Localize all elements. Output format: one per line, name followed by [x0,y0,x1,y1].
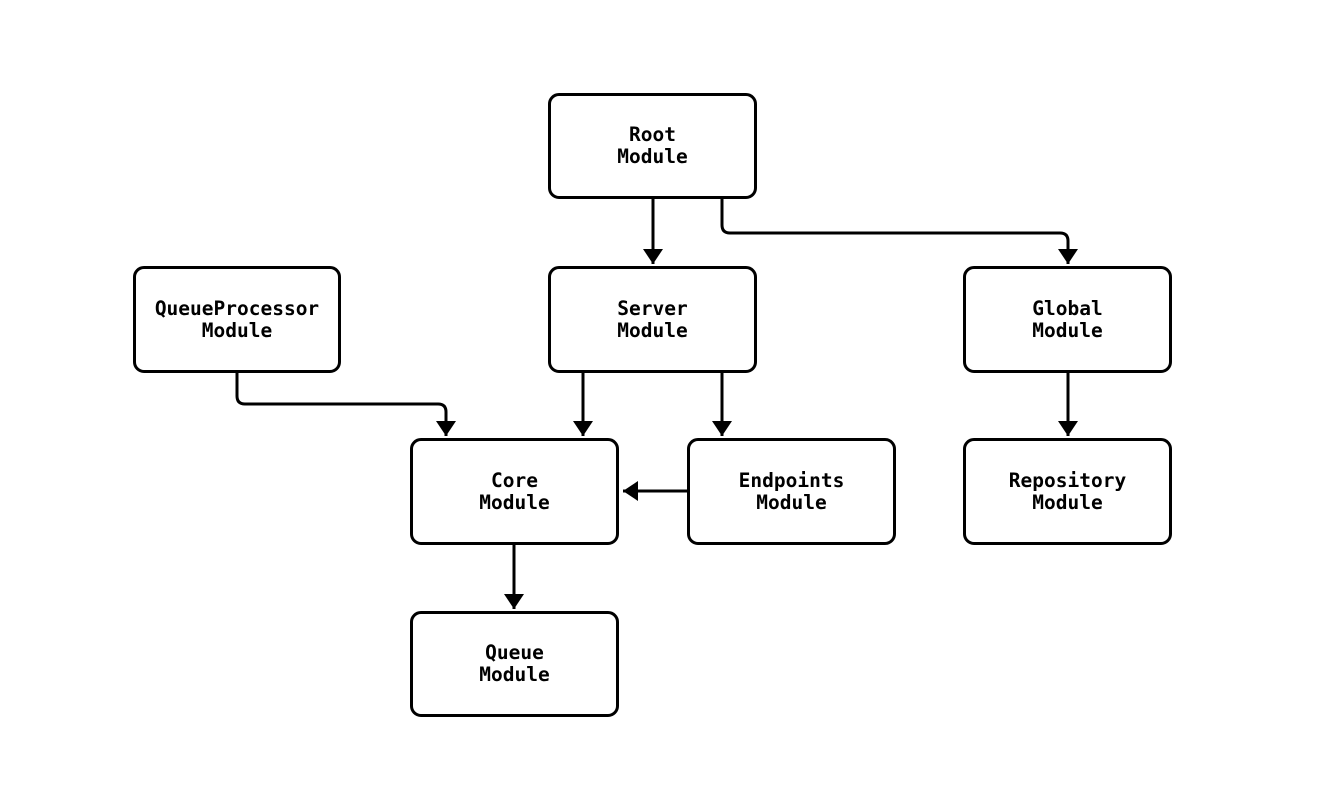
edge-root-module-to-global-module [720,199,1078,264]
node-label-server-module: Server Module [617,296,688,342]
node-label-global-module: Global Module [1032,296,1103,342]
edge-queueprocessor-module-to-core-module [235,373,456,436]
node-label-queue-module: Queue Module [479,641,550,686]
node-global-module: Global Module [963,266,1172,373]
node-root-module: Root Module [548,93,757,199]
node-queue-module: Queue Module [410,611,619,717]
node-label-endpoints-module: Endpoints Module [738,468,845,514]
node-core-module: Core Module [410,438,619,545]
node-server-module: Server Module [548,266,757,373]
node-queueprocessor-module: QueueProcessor Module [133,266,341,373]
node-label-core-module: Core Module [479,468,550,514]
node-endpoints-module: Endpoints Module [687,438,896,545]
node-label-repository-module: Repository Module [1008,468,1127,514]
node-label-root-module: Root Module [617,123,688,168]
node-label-queueprocessor-module: QueueProcessor Module [154,296,320,342]
node-repository-module: Repository Module [963,438,1172,545]
